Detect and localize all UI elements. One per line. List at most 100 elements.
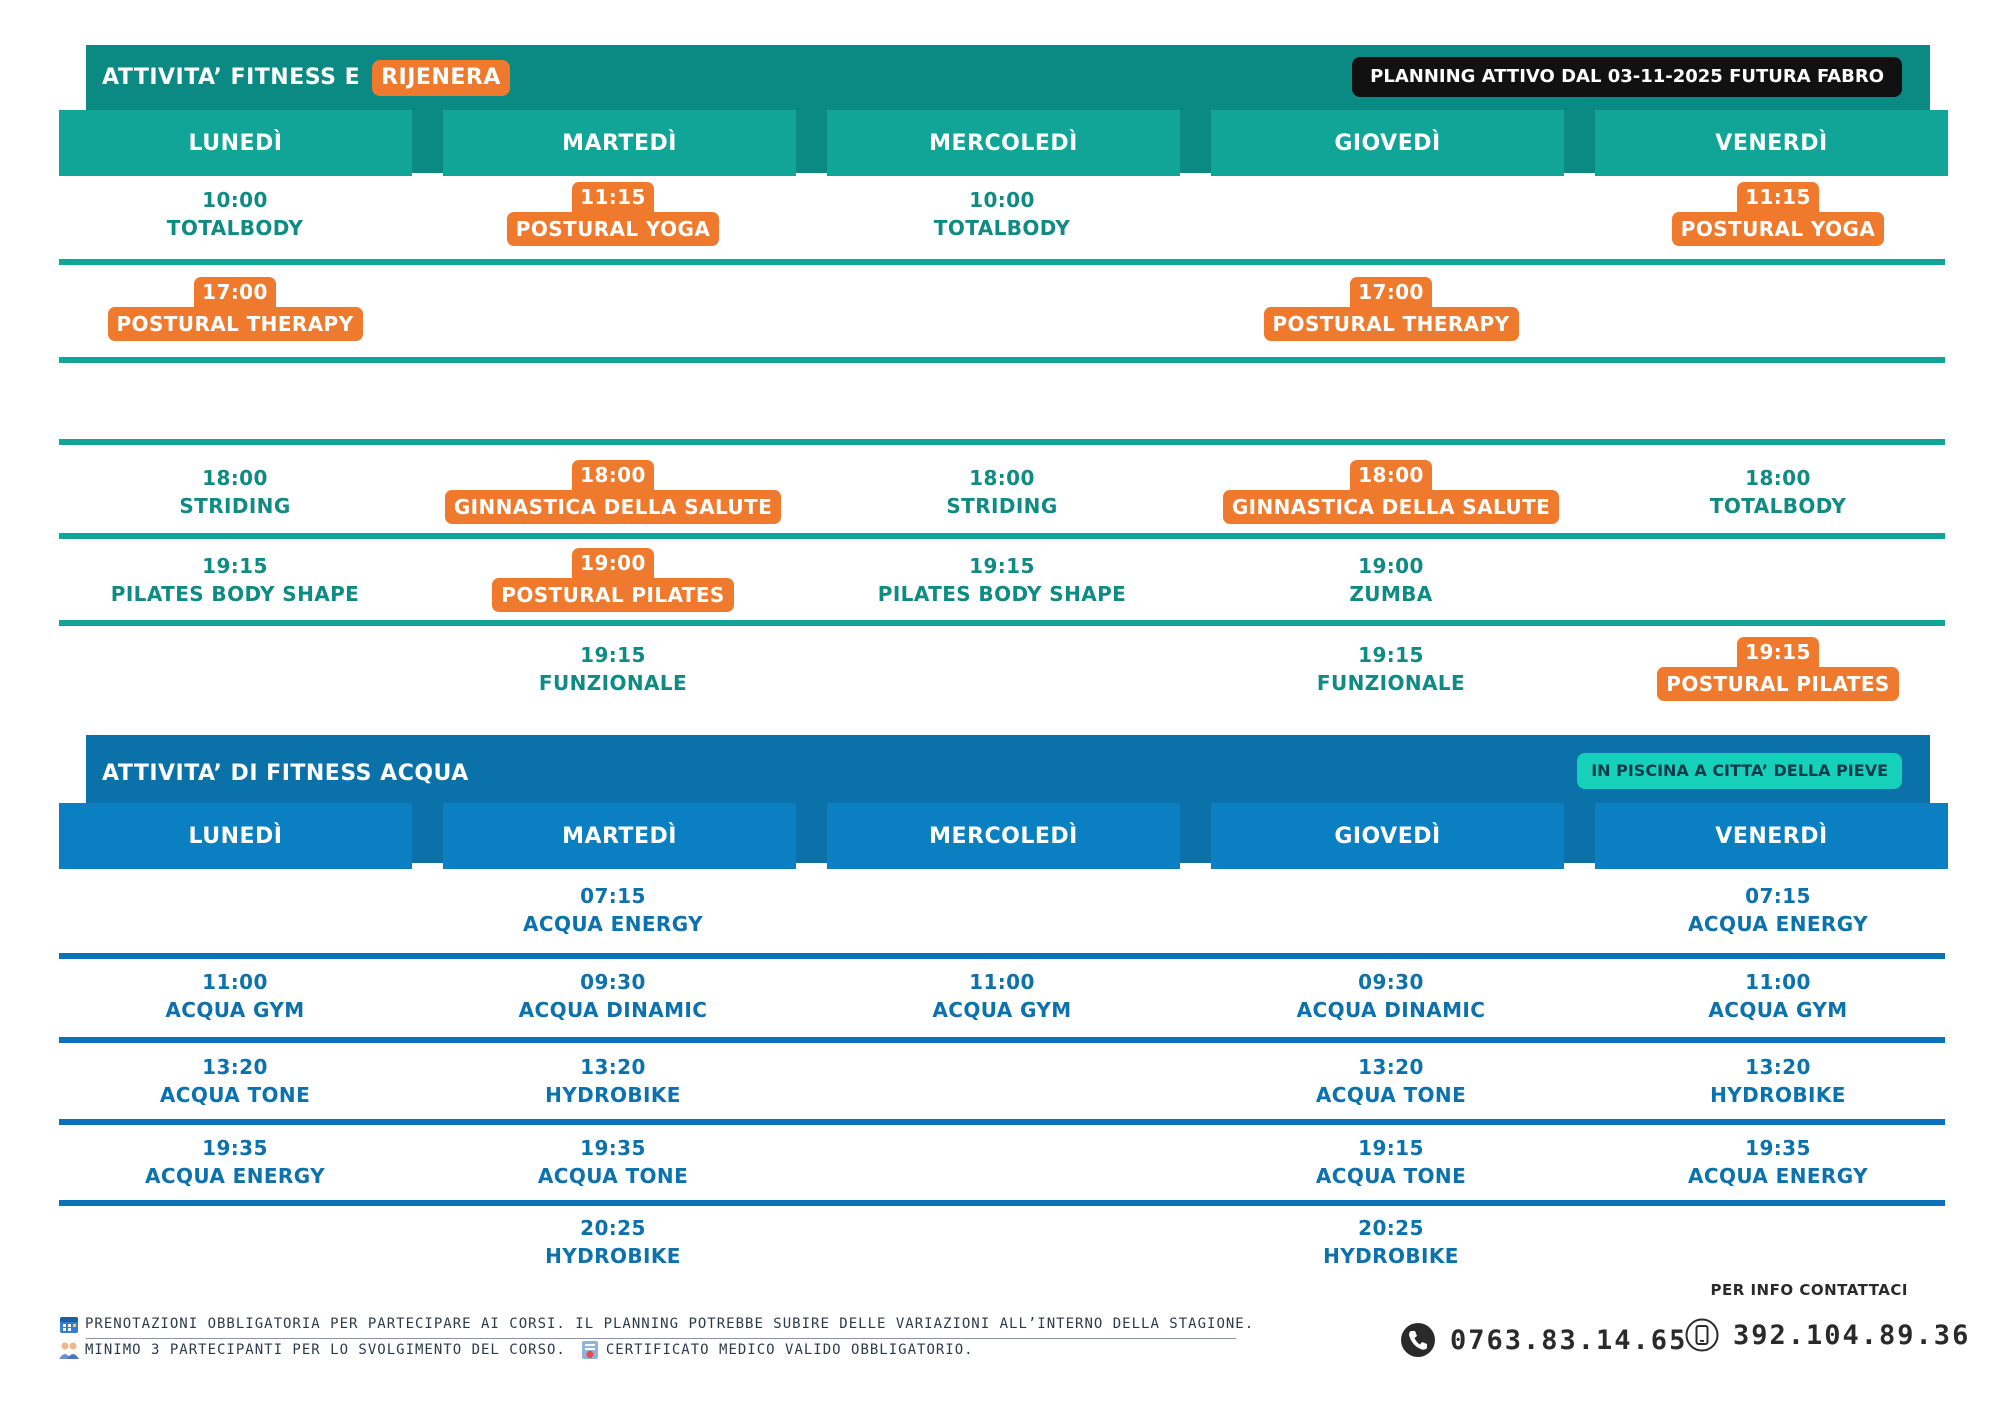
- mobile-phone-icon: [1685, 1318, 1719, 1352]
- class-name: ACQUA TONE: [1315, 1164, 1467, 1188]
- class-name: PILATES BODY SHAPE: [877, 582, 1127, 606]
- class-name: ACQUA TONE: [1315, 1083, 1467, 1107]
- footer-note-booking: PRENOTAZIONI OBBLIGATORIA PER PARTECIPAR…: [59, 1314, 1254, 1334]
- class-name: GINNASTICA DELLA SALUTE: [1222, 490, 1560, 524]
- class-name: HYDROBIKE: [1710, 1083, 1846, 1107]
- class-name: ACQUA ENERGY: [1688, 1164, 1868, 1188]
- footer-note-participants: MINIMO 3 PARTECIPANTI PER LO SVOLGIMENTO…: [59, 1340, 974, 1360]
- class-name: ACQUA DINAMIC: [518, 998, 708, 1022]
- aqua-day-header-4: GIOVEDÌ: [1211, 803, 1564, 869]
- footer-underline: [86, 1338, 1236, 1339]
- class-time: 19:00: [572, 548, 654, 578]
- aqua-day-header-1: LUNEDÌ: [59, 803, 412, 869]
- aqua-day-header-2: MARTEDÌ: [443, 803, 796, 869]
- class-name: ACQUA GYM: [1708, 998, 1848, 1022]
- class-time: 19:35: [580, 1136, 646, 1160]
- class-time: 17:00: [194, 277, 276, 307]
- class-name: POSTURAL YOGA: [506, 212, 720, 246]
- class-time: 19:15: [202, 554, 268, 578]
- class-time: 09:30: [580, 970, 646, 994]
- class-time: 19:15: [1358, 1136, 1424, 1160]
- mobile-contact[interactable]: 392.104.89.36: [1685, 1318, 1970, 1352]
- class-name: PILATES BODY SHAPE: [110, 582, 360, 606]
- aqua-row-separator: [59, 1037, 1945, 1043]
- class-time: 20:25: [580, 1216, 646, 1240]
- class-time: 11:00: [202, 970, 268, 994]
- class-name: ACQUA TONE: [159, 1083, 311, 1107]
- fitness-day-header-1: LUNEDÌ: [59, 110, 412, 176]
- rijenera-highlight: RIJENERA: [372, 60, 510, 96]
- class-time: 18:00: [572, 460, 654, 490]
- class-name: ACQUA ENERGY: [523, 912, 703, 936]
- landline-contact[interactable]: 0763.83.14.65: [1400, 1322, 1687, 1358]
- class-name: TOTALBODY: [933, 216, 1071, 240]
- landline-number[interactable]: 0763.83.14.65: [1450, 1324, 1688, 1356]
- aqua-row-separator: [59, 1119, 1945, 1125]
- medical-certificate-icon: [581, 1341, 598, 1359]
- calendar-icon: [60, 1317, 78, 1333]
- class-name: ACQUA DINAMIC: [1296, 998, 1486, 1022]
- class-time: 19:00: [1358, 554, 1424, 578]
- fitness-day-header-4: GIOVEDÌ: [1211, 110, 1564, 176]
- class-time: 20:25: [1358, 1216, 1424, 1240]
- class-time: 11:00: [969, 970, 1035, 994]
- class-name: ZUMBA: [1349, 582, 1433, 606]
- fitness-row-separator: [59, 439, 1945, 445]
- class-name: STRIDING: [179, 494, 291, 518]
- class-time: 19:15: [1737, 637, 1819, 667]
- fitness-row-separator: [59, 620, 1945, 626]
- class-name: POSTURAL THERAPY: [107, 307, 363, 341]
- class-name: ACQUA TONE: [537, 1164, 689, 1188]
- class-time: 10:00: [969, 188, 1035, 212]
- class-time: 19:15: [1358, 643, 1424, 667]
- aqua-day-header-3: MERCOLEDÌ: [827, 803, 1180, 869]
- class-name: ACQUA ENERGY: [1688, 912, 1868, 936]
- fitness-row-separator: [59, 357, 1945, 363]
- aqua-section-title: ATTIVITA’ DI FITNESS ACQUA: [102, 761, 469, 786]
- class-time: 09:30: [1358, 970, 1424, 994]
- class-time: 07:15: [1745, 884, 1811, 908]
- pool-location-badge: IN PISCINA A CITTA’ DELLA PIEVE: [1577, 753, 1902, 789]
- class-time: 19:35: [202, 1136, 268, 1160]
- class-name: ACQUA GYM: [932, 998, 1072, 1022]
- class-time: 13:20: [1358, 1055, 1424, 1079]
- class-time: 11:15: [1737, 182, 1819, 212]
- class-name: TOTALBODY: [1709, 494, 1847, 518]
- class-name: FUNZIONALE: [1316, 671, 1466, 695]
- class-time: 19:35: [1745, 1136, 1811, 1160]
- mobile-number[interactable]: 392.104.89.36: [1733, 1319, 1971, 1351]
- class-name: FUNZIONALE: [538, 671, 688, 695]
- class-time: 19:15: [969, 554, 1035, 578]
- class-name: STRIDING: [946, 494, 1058, 518]
- class-name: HYDROBIKE: [545, 1083, 681, 1107]
- fitness-day-header-5: VENERDÌ: [1595, 110, 1948, 176]
- fitness-row-separator: [59, 259, 1945, 265]
